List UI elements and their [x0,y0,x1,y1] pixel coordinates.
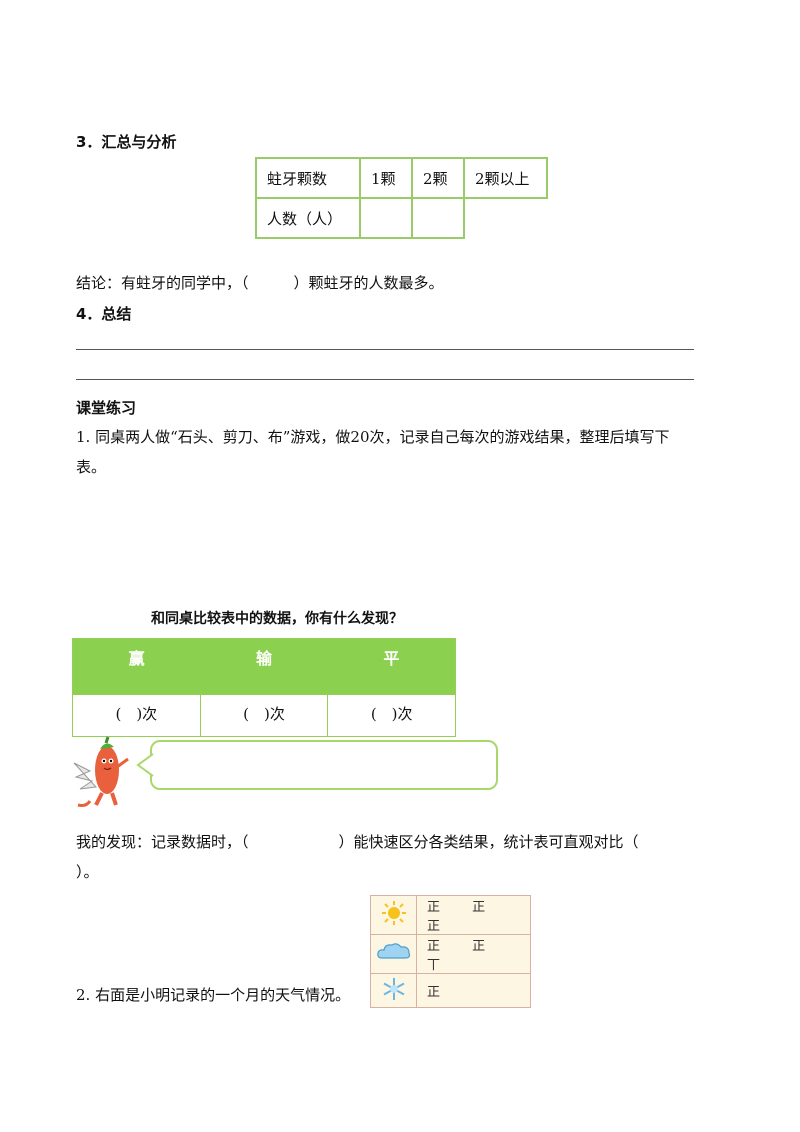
cavity-header-2: 2颗 [411,157,465,199]
result-cell-win[interactable]: ( )次 [73,694,201,736]
speech-bubble-tail [136,753,154,777]
weather-tally-sunny: 正 正 正 [416,895,531,935]
chili-mascot-icon [73,736,129,807]
weather-row-sunny [370,895,417,935]
weather-table: 正 正 正 正 正 丅 正 [370,895,531,1008]
result-table: 赢 输 平 ( )次 ( )次 ( )次 [72,638,456,737]
q2-text: 2. 右面是小明记录的一个月的天气情况。 [76,986,351,1004]
result-header-lose: 输 [255,649,272,668]
result-cell-draw[interactable]: ( )次 [328,694,456,736]
speech-bubble-input[interactable] [150,740,498,790]
discovery-line1: 我的发现：记录数据时，（ ）能快速区分各类结果，统计表可直观对比（ [76,833,639,851]
answer-line-1[interactable] [76,349,694,350]
weather-tally-cloudy: 正 正 丅 [416,934,531,974]
practice-title: 课堂练习 [76,399,137,417]
cavity-cell-1[interactable] [359,197,413,239]
result-cell-lose[interactable]: ( )次 [200,694,329,736]
result-header-win: 赢 [128,649,145,668]
conclusion-text: 结论：有蛀牙的同学中，（ ）颗蛀牙的人数最多。 [76,274,444,292]
answer-line-2[interactable] [76,379,694,380]
sun-icon [381,901,406,925]
discovery-line2: ）。 [76,863,99,881]
cloud-icon [376,943,410,959]
weather-tally-snowy: 正 [416,973,531,1008]
section3-title: 3．汇总与分析 [76,133,177,151]
cavity-header-label: 蛀牙颗数 [255,157,361,199]
cavity-header-more: 2颗以上 [463,157,548,199]
cavity-row-label: 人数（人） [255,197,361,239]
cavity-cell-2[interactable] [411,197,465,239]
cavity-header-1: 1颗 [359,157,413,199]
section4-title: 4．总结 [76,305,132,323]
cavity-table: 蛀牙颗数 1颗 2颗 2颗以上 人数（人） [255,157,548,239]
snowflake-icon [383,977,404,1000]
q1-text-line2: 表。 [76,458,107,476]
q1-text-line1: 1. 同桌两人做“石头、剪刀、布”游戏，做20次，记录自己每次的游戏结果，整理后… [76,428,670,446]
result-header-draw: 平 [383,649,400,668]
compare-prompt: 和同桌比较表中的数据，你有什么发现？ [151,611,403,627]
